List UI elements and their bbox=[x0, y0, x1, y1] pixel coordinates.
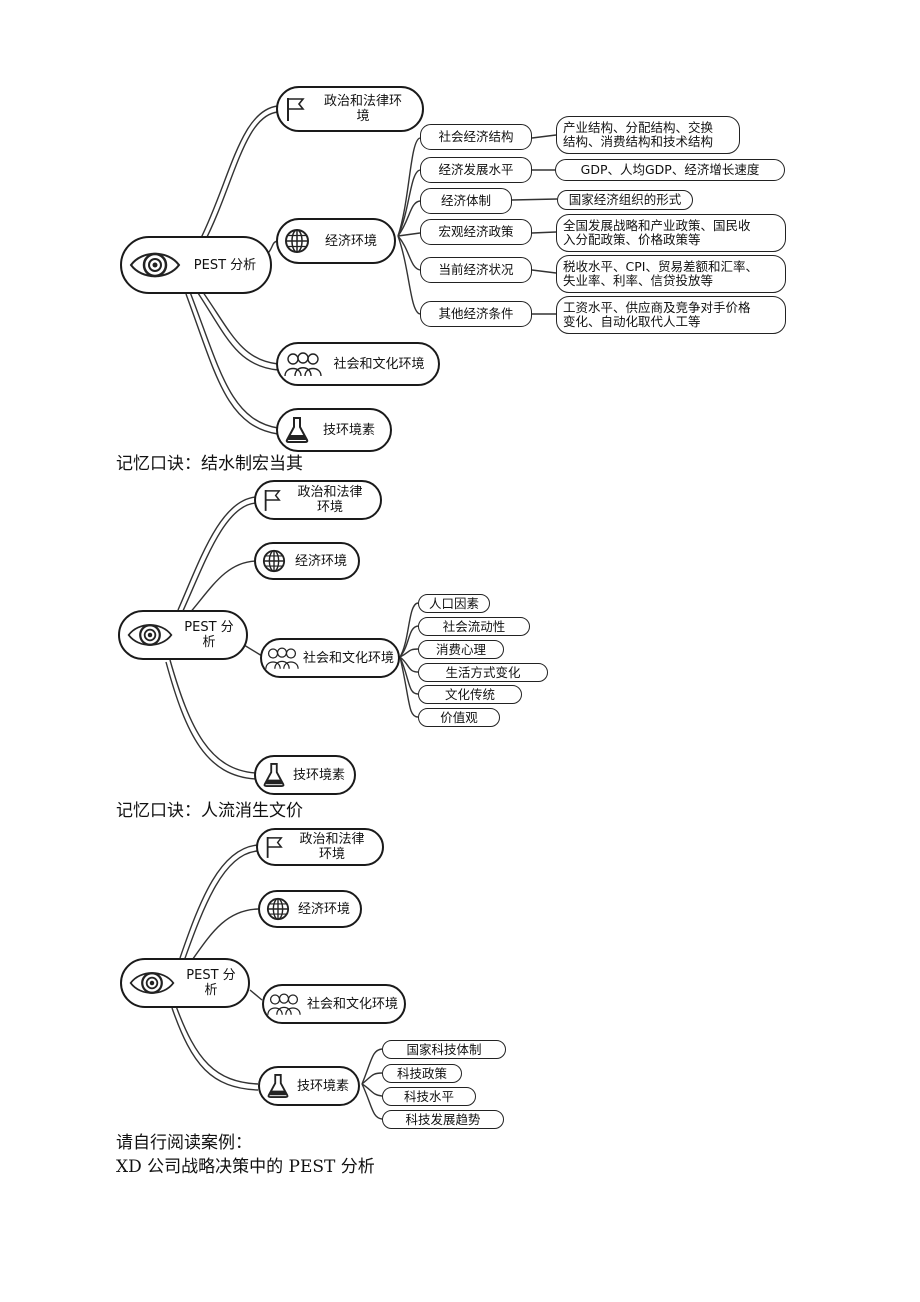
social-item-values: 价值观 bbox=[418, 708, 500, 727]
econ-sub-other: 其他经济条件 bbox=[420, 301, 532, 327]
people-icon bbox=[284, 351, 322, 377]
map3-tech-label: 技环境素 bbox=[296, 1078, 349, 1094]
map2-political-label: 政治和法律 环境 bbox=[297, 485, 363, 515]
social-item-lifestyle: 生活方式变化 bbox=[418, 663, 548, 682]
econ-detail-current: 税收水平、CPI、贸易差额和汇率、 失业率、利率、信贷投放等 bbox=[556, 255, 786, 293]
people-icon bbox=[267, 992, 301, 1016]
map1-root-node: PEST 分析 bbox=[120, 236, 272, 294]
map2-root-label: PEST 分析 bbox=[184, 620, 234, 650]
tech-item-system: 国家科技体制 bbox=[382, 1040, 506, 1059]
map3-economic-label: 经济环境 bbox=[297, 901, 350, 917]
tech-item-policy: 科技政策 bbox=[382, 1064, 462, 1083]
flask-icon bbox=[262, 762, 286, 788]
flag-icon bbox=[262, 488, 282, 512]
flask-icon bbox=[266, 1073, 290, 1099]
map3-root-node: PEST 分析 bbox=[120, 958, 250, 1008]
econ-detail-level: GDP、人均GDP、经济增长速度 bbox=[555, 159, 785, 181]
map1-tech-label: 技环境素 bbox=[322, 422, 375, 438]
map2-economic-node: 经济环境 bbox=[254, 542, 360, 580]
eye-icon bbox=[128, 247, 182, 283]
tech-item-trend: 科技发展趋势 bbox=[382, 1110, 504, 1129]
mnemonic-1: 记忆口诀：结水制宏当其 bbox=[116, 454, 303, 474]
econ-sub-policy: 宏观经济政策 bbox=[420, 219, 532, 245]
globe-icon bbox=[284, 228, 310, 254]
map1-social-label: 社会和文化环境 bbox=[333, 356, 425, 372]
map2-social-node: 社会和文化环境 bbox=[260, 638, 400, 678]
map3-political-node: 政治和法律 环境 bbox=[256, 828, 384, 866]
map2-tech-node: 技环境素 bbox=[254, 755, 356, 795]
flask-icon bbox=[284, 416, 310, 444]
map1-root-label: PEST 分析 bbox=[193, 257, 257, 273]
econ-detail-system: 国家经济组织的形式 bbox=[557, 190, 693, 210]
social-item-mobility: 社会流动性 bbox=[418, 617, 530, 636]
eye-icon bbox=[126, 619, 174, 651]
econ-sub-current: 当前经济状况 bbox=[420, 257, 532, 283]
econ-sub-system: 经济体制 bbox=[420, 188, 512, 214]
map1-political-node: 政治和法律环 境 bbox=[276, 86, 424, 132]
social-item-culture: 文化传统 bbox=[418, 685, 522, 704]
mnemonic-2: 记忆口诀：人流消生文价 bbox=[116, 801, 303, 821]
map1-economic-node: 经济环境 bbox=[276, 218, 396, 264]
map3-social-label: 社会和文化环境 bbox=[306, 996, 398, 1012]
map3-political-label: 政治和法律 环境 bbox=[299, 832, 365, 862]
map3-social-node: 社会和文化环境 bbox=[262, 984, 406, 1024]
map1-tech-node: 技环境素 bbox=[276, 408, 392, 452]
map2-social-label: 社会和文化环境 bbox=[302, 650, 394, 666]
flag-icon bbox=[284, 96, 306, 122]
map2-root-node: PEST 分析 bbox=[118, 610, 248, 660]
footer-line-2: XD 公司战略决策中的 PEST 分析 bbox=[116, 1157, 375, 1177]
econ-sub-level: 经济发展水平 bbox=[420, 157, 532, 183]
map3-tech-node: 技环境素 bbox=[258, 1066, 360, 1106]
map3-economic-node: 经济环境 bbox=[258, 890, 362, 928]
econ-sub-structure: 社会经济结构 bbox=[420, 124, 532, 150]
social-item-population: 人口因素 bbox=[418, 594, 490, 613]
map3-root-label: PEST 分析 bbox=[186, 968, 236, 998]
globe-icon bbox=[266, 897, 290, 921]
footer-line-1: 请自行阅读案例： bbox=[116, 1133, 252, 1153]
econ-detail-policy: 全国发展战略和产业政策、国民收 入分配政策、价格政策等 bbox=[556, 214, 786, 252]
map1-political-label: 政治和法律环 境 bbox=[323, 94, 402, 124]
people-icon bbox=[265, 646, 299, 670]
map1-economic-label: 经济环境 bbox=[324, 233, 377, 249]
eye-icon bbox=[128, 967, 176, 999]
map2-economic-label: 经济环境 bbox=[294, 553, 347, 569]
globe-icon bbox=[262, 549, 286, 573]
social-item-psychology: 消费心理 bbox=[418, 640, 504, 659]
tech-item-level: 科技水平 bbox=[382, 1087, 476, 1106]
map2-political-node: 政治和法律 环境 bbox=[254, 480, 382, 520]
flag-icon bbox=[264, 835, 284, 859]
econ-detail-structure: 产业结构、分配结构、交换 结构、消费结构和技术结构 bbox=[556, 116, 740, 154]
map1-social-node: 社会和文化环境 bbox=[276, 342, 440, 386]
econ-detail-other: 工资水平、供应商及竞争对手价格 变化、自动化取代人工等 bbox=[556, 296, 786, 334]
map2-tech-label: 技环境素 bbox=[292, 767, 345, 783]
